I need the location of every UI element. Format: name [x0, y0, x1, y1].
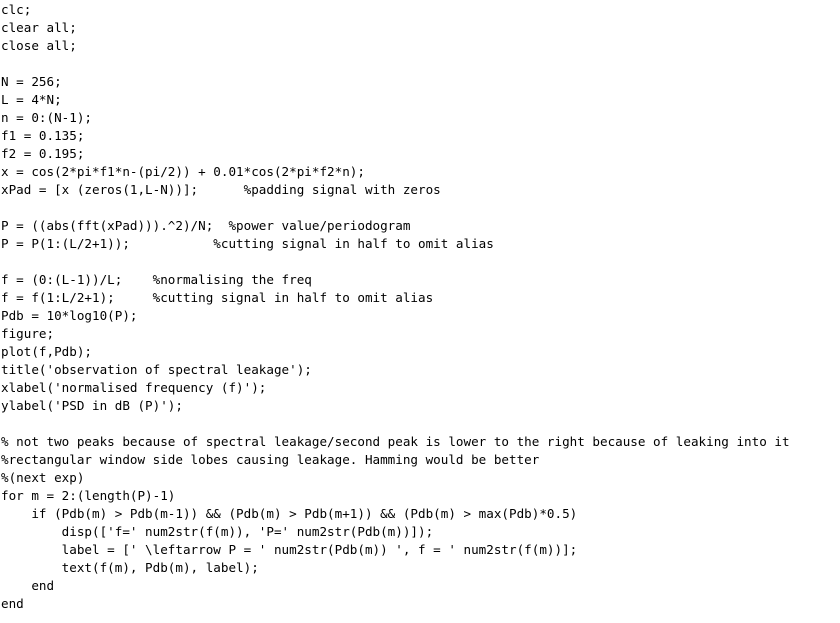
code-line-8: f1 = 0.135;	[1, 128, 85, 143]
code-line-30: disp(['f=' num2str(f(m)), 'P=' num2str(P…	[1, 524, 434, 539]
code-line-14: P = P(1:(L/2+1)); %cutting signal in hal…	[1, 236, 494, 251]
code-line-22: xlabel('normalised frequency (f)');	[1, 380, 267, 395]
code-line-2: clear all;	[1, 20, 77, 35]
code-line-19: figure;	[1, 326, 55, 341]
code-line-15	[1, 253, 839, 271]
code-line-3: close all;	[1, 38, 77, 53]
code-line-31: label = [' \leftarrow P = ' num2str(Pdb(…	[1, 542, 578, 557]
code-line-32: text(f(m), Pdb(m), label);	[1, 560, 259, 575]
code-line-23: ylabel('PSD in dB (P)');	[1, 398, 183, 413]
code-line-21: title('observation of spectral leakage')…	[1, 362, 312, 377]
code-line-25: % not two peaks because of spectral leak…	[1, 434, 790, 449]
code-line-29: if (Pdb(m) > Pdb(m-1)) && (Pdb(m) > Pdb(…	[1, 506, 578, 521]
code-line-7: n = 0:(N-1);	[1, 110, 92, 125]
code-line-26: %rectangular window side lobes causing l…	[1, 452, 540, 467]
code-line-5: N = 256;	[1, 74, 62, 89]
code-line-12	[1, 199, 839, 217]
code-line-4	[1, 55, 839, 73]
code-line-24	[1, 415, 839, 433]
code-line-11: xPad = [x (zeros(1,L-N))]; %padding sign…	[1, 182, 441, 197]
code-line-10: x = cos(2*pi*f1*n-(pi/2)) + 0.01*cos(2*p…	[1, 164, 365, 179]
code-line-33: end	[1, 578, 55, 593]
code-line-28: for m = 2:(length(P)-1)	[1, 488, 176, 503]
code-line-27: %(next exp)	[1, 470, 85, 485]
code-line-17: f = f(1:L/2+1); %cutting signal in half …	[1, 290, 434, 305]
code-line-16: f = (0:(L-1))/L; %normalising the freq	[1, 272, 312, 287]
code-line-1: clc;	[1, 2, 32, 17]
code-line-20: plot(f,Pdb);	[1, 344, 92, 359]
code-line-34: end	[1, 596, 24, 611]
code-line-13: P = ((abs(fft(xPad))).^2)/N; %power valu…	[1, 218, 411, 233]
code-line-18: Pdb = 10*log10(P);	[1, 308, 138, 323]
code-line-9: f2 = 0.195;	[1, 146, 85, 161]
code-line-6: L = 4*N;	[1, 92, 62, 107]
